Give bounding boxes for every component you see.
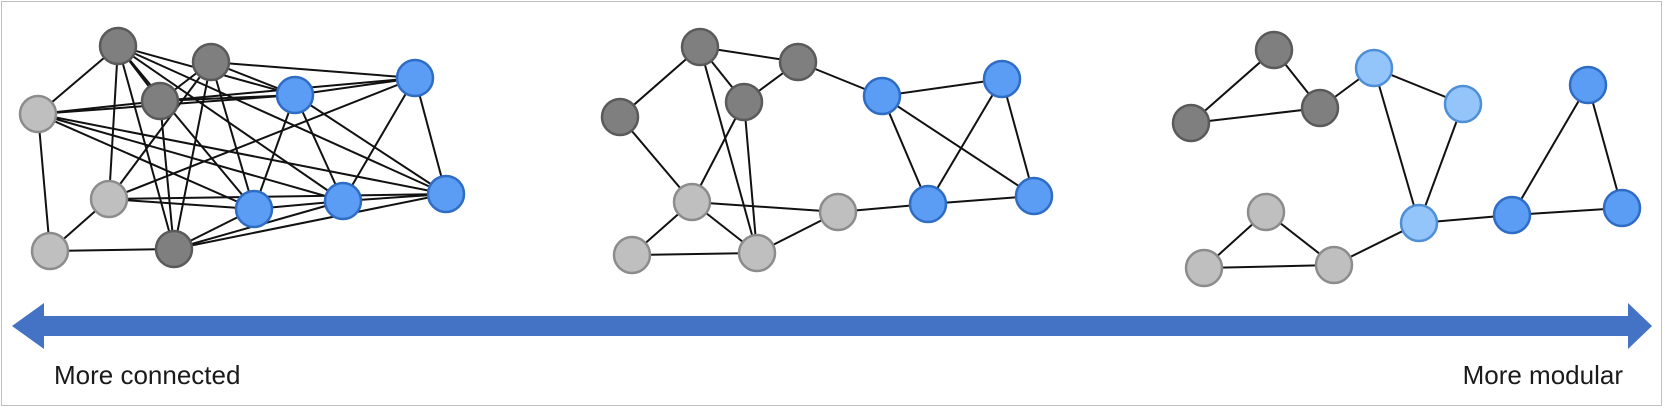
edge-a8-a12 (294, 94, 447, 195)
network-intermediate (600, 27, 1054, 275)
node-a11 (395, 58, 435, 98)
more-modular-label: More modular (1462, 360, 1623, 390)
edge-c2-c3 (1190, 107, 1321, 124)
edge-b10-b12 (1001, 78, 1035, 197)
edge-c5-c6 (1418, 103, 1464, 224)
edge-a4-a6 (37, 113, 51, 252)
edge-a2-a5 (108, 61, 212, 200)
edge-b10-b11 (927, 78, 1003, 205)
node-b7 (737, 233, 777, 273)
node-b10 (982, 59, 1022, 99)
node-c12 (1602, 188, 1642, 228)
edge-b9-b12 (881, 95, 1035, 197)
edge-a4-a9 (37, 113, 255, 210)
edge-a1-a10 (117, 45, 344, 202)
node-c7 (1246, 192, 1286, 232)
edge-a5-a9 (108, 198, 255, 210)
node-c11 (1568, 65, 1608, 105)
node-a9 (234, 189, 274, 229)
node-b6 (612, 235, 652, 275)
node-b2 (778, 42, 818, 82)
edge-b5-b8 (691, 201, 839, 213)
node-b9 (862, 76, 902, 116)
edge-a5-a11 (108, 77, 416, 200)
node-c8 (1184, 248, 1224, 288)
edge-a11-a12 (414, 77, 447, 195)
edge-a1-a7 (117, 45, 175, 250)
edge-a10-a11 (342, 77, 416, 202)
edge-a7-a12 (173, 193, 447, 250)
edge-a4-a12 (37, 113, 447, 195)
network-connected (18, 26, 466, 271)
node-b12 (1014, 176, 1054, 216)
node-c9 (1314, 245, 1354, 285)
edge-a8-a10 (294, 94, 344, 202)
node-c6 (1399, 203, 1439, 243)
node-b3 (724, 82, 764, 122)
node-c3 (1300, 88, 1340, 128)
node-a4 (18, 94, 58, 134)
edge-a8-a9 (253, 94, 296, 210)
node-a5 (89, 179, 129, 219)
node-c1 (1254, 30, 1294, 70)
node-a8 (275, 75, 315, 115)
node-a6 (30, 231, 70, 271)
edge-a2-a9 (210, 61, 255, 210)
edge-c10-c11 (1511, 84, 1589, 216)
edge-a1-a5 (108, 45, 119, 200)
node-b8 (818, 192, 858, 232)
edge-b9-b11 (881, 95, 929, 205)
edge-a6-a7 (49, 248, 175, 252)
node-c5 (1443, 84, 1483, 124)
node-a12 (426, 174, 466, 214)
edge-a2-a11 (210, 61, 416, 79)
edge-a1-a9 (117, 45, 255, 210)
edge-c8-c9 (1203, 264, 1335, 269)
edge-a2-a7 (173, 61, 212, 250)
edge-b9-b10 (881, 78, 1003, 97)
edge-b1-b7 (699, 46, 758, 254)
node-c10 (1492, 195, 1532, 235)
edge-c11-c12 (1587, 84, 1623, 209)
node-a2 (191, 42, 231, 82)
node-b4 (600, 97, 640, 137)
node-b11 (908, 184, 948, 224)
node-b1 (680, 27, 720, 67)
more-connected-label: More connected (54, 360, 241, 390)
edge-a8-a11 (294, 77, 416, 96)
node-a7 (154, 229, 194, 269)
network-modular (1171, 30, 1642, 288)
node-a1 (98, 26, 138, 66)
edge-c4-c6 (1373, 67, 1420, 224)
edge-a4-a10 (37, 113, 344, 202)
double-headed-arrow (12, 303, 1652, 349)
edge-b3-b7 (743, 101, 758, 254)
edge-a5-a12 (108, 193, 447, 200)
node-a3 (140, 81, 180, 121)
node-b5 (672, 182, 712, 222)
node-c2 (1171, 103, 1211, 143)
node-c4 (1354, 48, 1394, 88)
edge-a1-a12 (117, 45, 447, 195)
node-a10 (323, 181, 363, 221)
edge-b6-b7 (631, 252, 758, 256)
